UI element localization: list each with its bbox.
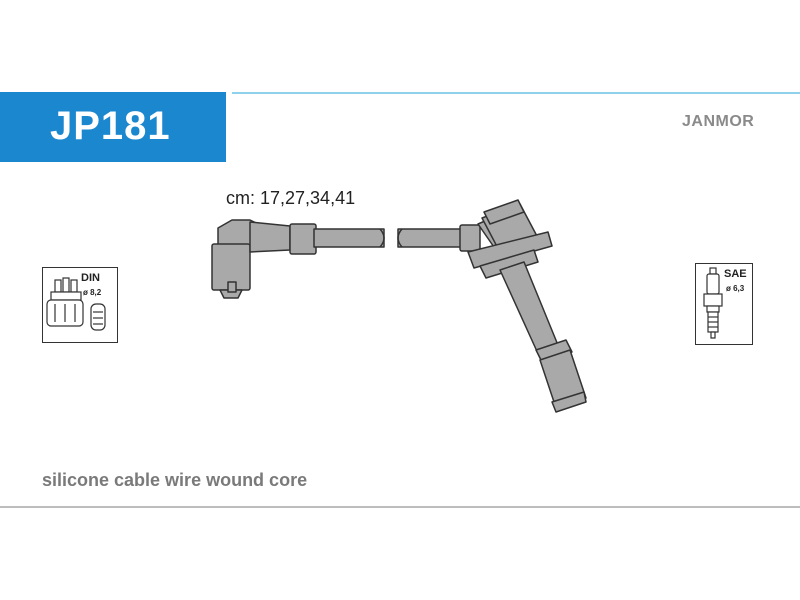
product-code-banner: JP181: [0, 92, 226, 162]
coil-connector-illustration: [459, 199, 587, 413]
header-rule: [232, 92, 800, 94]
sae-label: SAE: [724, 268, 747, 280]
spark-plug-icon: [703, 267, 723, 339]
cable-segment-left: [313, 228, 385, 248]
cable-lengths: cm: 17,27,34,41: [226, 188, 356, 208]
din-distributor-symbol: DIN ø 8,2: [42, 267, 118, 343]
product-code: JP181: [50, 104, 171, 148]
distributor-cap-icon: [46, 277, 106, 331]
sae-spark-plug-symbol: SAE ø 6,3: [695, 263, 753, 345]
angled-boot-illustration: [211, 219, 317, 299]
sae-diameter: ø 6,3: [726, 284, 745, 293]
din-label: DIN: [81, 272, 100, 284]
footer-rule: [0, 506, 800, 508]
din-diameter: ø 8,2: [83, 288, 102, 297]
cable-segment-right: [397, 228, 467, 248]
brand-name: JANMOR: [682, 113, 755, 130]
cable-description: silicone cable wire wound core: [42, 470, 308, 490]
